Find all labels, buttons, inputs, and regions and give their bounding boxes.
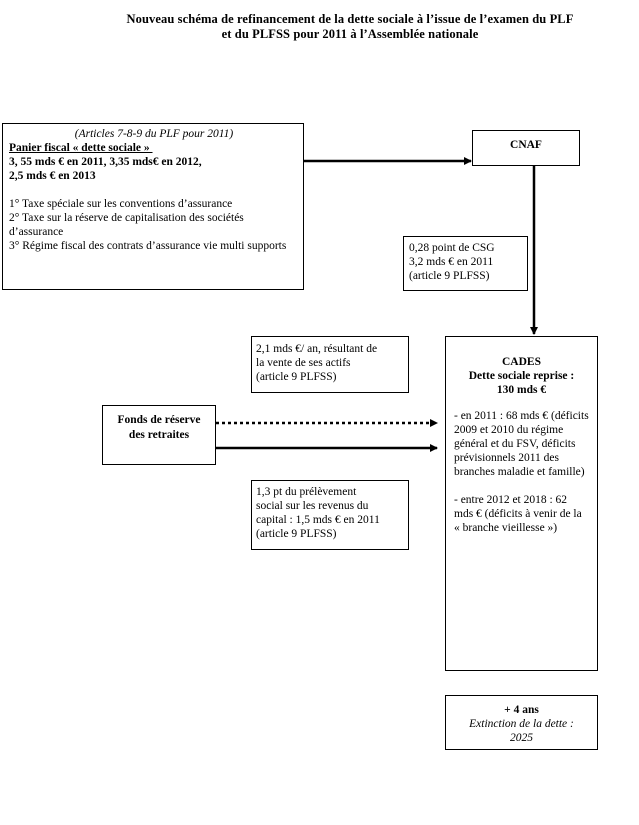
cades-box: CADES Dette sociale reprise : 130 mds € …	[445, 336, 598, 671]
csg-line: 3,2 mds € en 2011	[409, 256, 494, 268]
fonds-box: Fonds de réserve des retraites	[102, 405, 216, 465]
prelevement-box: 1,3 pt du prélèvement social sur les rev…	[251, 480, 409, 550]
title-line-2: et du PLFSS pour 2011 à l’Assemblée nati…	[221, 27, 479, 41]
title-line-1: Nouveau schéma de refinancement de la de…	[126, 12, 574, 26]
extinction-plus: + 4 ans	[504, 704, 539, 716]
page-title: Nouveau schéma de refinancement de la de…	[60, 12, 639, 42]
cades-item-2012-2018: - entre 2012 et 2018 : 62 mds € (déficit…	[454, 494, 582, 534]
panier-item: 2° Taxe sur la réserve de capitalisation…	[9, 212, 244, 238]
cades-subtitle: Dette sociale reprise :	[468, 370, 575, 382]
cades-item-2011: - en 2011 : 68 mds € (déficits 2009 et 2…	[454, 410, 589, 478]
csg-line: (article 9 PLFSS)	[409, 270, 490, 282]
panier-source: (Articles 7-8-9 du PLF pour 2011)	[74, 128, 234, 140]
panier-amount-1: 3, 55 mds € en 2011, 3,35 mds€ en 2012,	[9, 156, 202, 168]
actifs-box: 2,1 mds €/ an, résultant de la vente de …	[251, 336, 409, 393]
extinction-year: 2025	[510, 732, 533, 744]
panier-item: 1° Taxe spéciale sur les conventions d’a…	[9, 198, 233, 210]
actifs-line: la vente de ses actifs	[256, 357, 351, 369]
prelevement-line: (article 9 PLFSS)	[256, 528, 337, 540]
csg-line: 0,28 point de CSG	[409, 242, 495, 254]
cnaf-box: CNAF	[472, 130, 580, 166]
extinction-box: + 4 ans Extinction de la dette : 2025	[445, 695, 598, 750]
extinction-label: Extinction de la dette :	[469, 718, 574, 730]
actifs-line: 2,1 mds €/ an, résultant de	[256, 343, 378, 355]
cnaf-label: CNAF	[510, 139, 542, 151]
cades-name: CADES	[502, 356, 541, 368]
csg-box: 0,28 point de CSG 3,2 mds € en 2011 (art…	[403, 236, 528, 291]
cades-total: 130 mds €	[496, 384, 547, 396]
prelevement-line: social sur les revenus du	[256, 500, 369, 512]
panier-fiscal-box: (Articles 7-8-9 du PLF pour 2011) Panier…	[2, 123, 304, 290]
panier-heading: Panier fiscal « dette sociale »	[9, 142, 153, 154]
actifs-line: (article 9 PLFSS)	[256, 371, 337, 383]
fonds-label: Fonds de réserve des retraites	[117, 414, 201, 441]
panier-item: 3° Régime fiscal des contrats d’assuranc…	[9, 240, 287, 252]
panier-amount-2: 2,5 mds € en 2013	[9, 170, 96, 182]
prelevement-line: 1,3 pt du prélèvement	[256, 486, 357, 498]
prelevement-line: capital : 1,5 mds € en 2011	[256, 514, 380, 526]
